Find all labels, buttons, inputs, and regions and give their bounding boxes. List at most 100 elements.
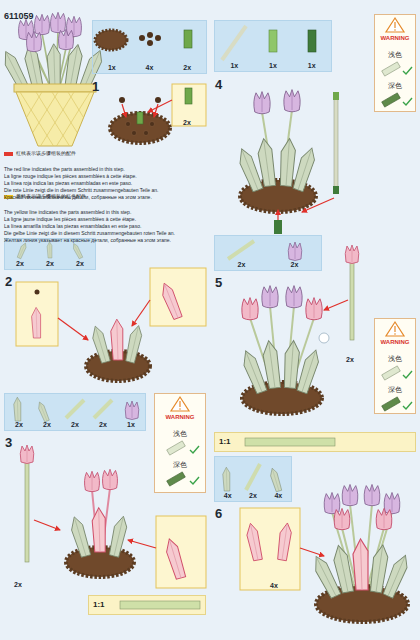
- step4-model-part: [284, 90, 300, 112]
- warning-box: WARNING浅色深色: [154, 393, 206, 493]
- step4-model-part: [302, 198, 334, 212]
- step1-model-part: [119, 97, 125, 103]
- step5-model-part: [350, 262, 354, 340]
- step5-model-part: [262, 286, 278, 308]
- step1-model-part: [155, 97, 161, 103]
- step2-model-part: [111, 319, 123, 360]
- part-count: 1x: [292, 62, 331, 70]
- parts-pictures-part: [246, 464, 260, 490]
- label-holder: 2x: [183, 111, 191, 129]
- label-holder: 6: [215, 504, 222, 522]
- parts-pictures-part: [139, 35, 145, 41]
- note-text: Красной линией обозначены детали, собран…: [4, 194, 152, 200]
- label-holder: Красной линией обозначены детали, собран…: [4, 185, 152, 203]
- step5-model-part: [319, 333, 329, 343]
- note-text: La línea amarilla indica las piezas ensa…: [4, 223, 141, 229]
- product-illustration-part: [35, 14, 50, 34]
- label-holder: La línea roja indica las piezas ensambla…: [4, 171, 132, 189]
- label-holder: 4x: [270, 574, 278, 592]
- label-holder: Die rote Linie zeigt die in diesem Schri…: [4, 178, 158, 196]
- warning-pictures-part: [382, 397, 401, 411]
- step4-model-part: [254, 92, 270, 114]
- parts-pictures-part: [269, 467, 282, 492]
- step5-model-part: [242, 298, 258, 320]
- warning-pictures-part: [171, 397, 189, 411]
- warning-text: 深色: [375, 385, 415, 394]
- parts-box: 1x4x2x: [92, 20, 207, 74]
- label-holder: La ligne jaune indique les pièces assemb…: [4, 207, 136, 225]
- label-holder: 611059: [4, 5, 34, 23]
- parts-pictures-part: [66, 400, 84, 418]
- warning-pictures-part: [190, 477, 199, 484]
- warning-box-fill: [154, 393, 206, 493]
- step5-model-part: [345, 245, 359, 264]
- part-count: 2x: [268, 261, 321, 269]
- product-illustration-part: [51, 12, 66, 32]
- part-count: 4x: [266, 492, 291, 500]
- part-count: 1x: [117, 421, 145, 429]
- parts-pictures-part: [184, 30, 192, 48]
- step2-model-part: [90, 325, 110, 364]
- parts-pictures-part: [14, 397, 21, 421]
- label-holder: The yellow line indicates the parts asse…: [4, 200, 131, 218]
- label-holder: 5: [215, 273, 222, 291]
- step-number: 6: [215, 506, 222, 522]
- step6-model-part: [331, 544, 353, 593]
- warning-text: 深色: [375, 81, 415, 90]
- step2-model-part: [58, 318, 88, 340]
- warning-pictures-part: [394, 326, 395, 332]
- step6-model-part: [240, 508, 300, 590]
- part-count: 2x: [5, 421, 33, 429]
- step6-model-part: [364, 484, 380, 505]
- warning-pictures-part: [179, 408, 181, 410]
- part-count: 2x: [61, 421, 89, 429]
- parts-pictures-part: [95, 30, 127, 50]
- step4-model-part: [333, 186, 339, 194]
- product-illustration-part: [47, 44, 60, 88]
- warning-pictures-part: [403, 371, 412, 378]
- warning-box-fill: [374, 14, 416, 112]
- warning-pictures-part: [190, 446, 199, 453]
- parts-pictures-part: [308, 30, 316, 52]
- set-number: 611059: [4, 11, 34, 22]
- scale-box-fill: [214, 432, 416, 452]
- step3-model-part: [103, 469, 118, 489]
- callout-count: 2x: [346, 356, 354, 364]
- note-text: La línea roja indica las piezas ensambla…: [4, 180, 132, 186]
- product-illustration: [0, 12, 105, 150]
- warning-pictures-part: [386, 18, 404, 32]
- part-count: 2x: [168, 64, 206, 72]
- step6-model-part: [300, 548, 324, 556]
- step6-model-part: [342, 484, 358, 505]
- legend-row: 红线表示该步骤组装的配件: [4, 150, 76, 157]
- warning-pictures-part: [403, 98, 412, 105]
- note-text: Die gelbe Linie zeigt die in diesem Schr…: [4, 230, 175, 236]
- step6-model-part: [353, 539, 368, 590]
- legend-swatch: [4, 152, 13, 156]
- step-number: 4: [215, 77, 222, 93]
- step3-model: [20, 445, 206, 609]
- warning-text: 深色: [155, 460, 205, 469]
- parts-pictures-part: [125, 401, 139, 420]
- warning-pictures-part: [394, 333, 396, 335]
- step4-model-part: [291, 146, 318, 192]
- warning-pictures-part: [179, 401, 180, 407]
- parts-pictures-part: [269, 30, 277, 52]
- warning-pictures-part: [382, 62, 401, 76]
- step-number: 5: [215, 275, 222, 291]
- parts-box-fill: [92, 20, 207, 74]
- step1-model-part-part: [126, 122, 131, 127]
- warning-pictures-part: [386, 322, 404, 336]
- scale-label: 1:1: [93, 600, 105, 610]
- callout-count: 4x: [270, 582, 278, 590]
- parts-box-fill: [214, 456, 292, 502]
- product-illustration-part: [16, 92, 94, 146]
- step5-model-part: [282, 340, 301, 389]
- step1-model-part: [122, 104, 126, 117]
- scale-label: 1:1: [219, 437, 231, 447]
- step1-model-part: [172, 84, 206, 126]
- step5-model-part: [324, 300, 348, 310]
- step2-model-part: [159, 281, 182, 320]
